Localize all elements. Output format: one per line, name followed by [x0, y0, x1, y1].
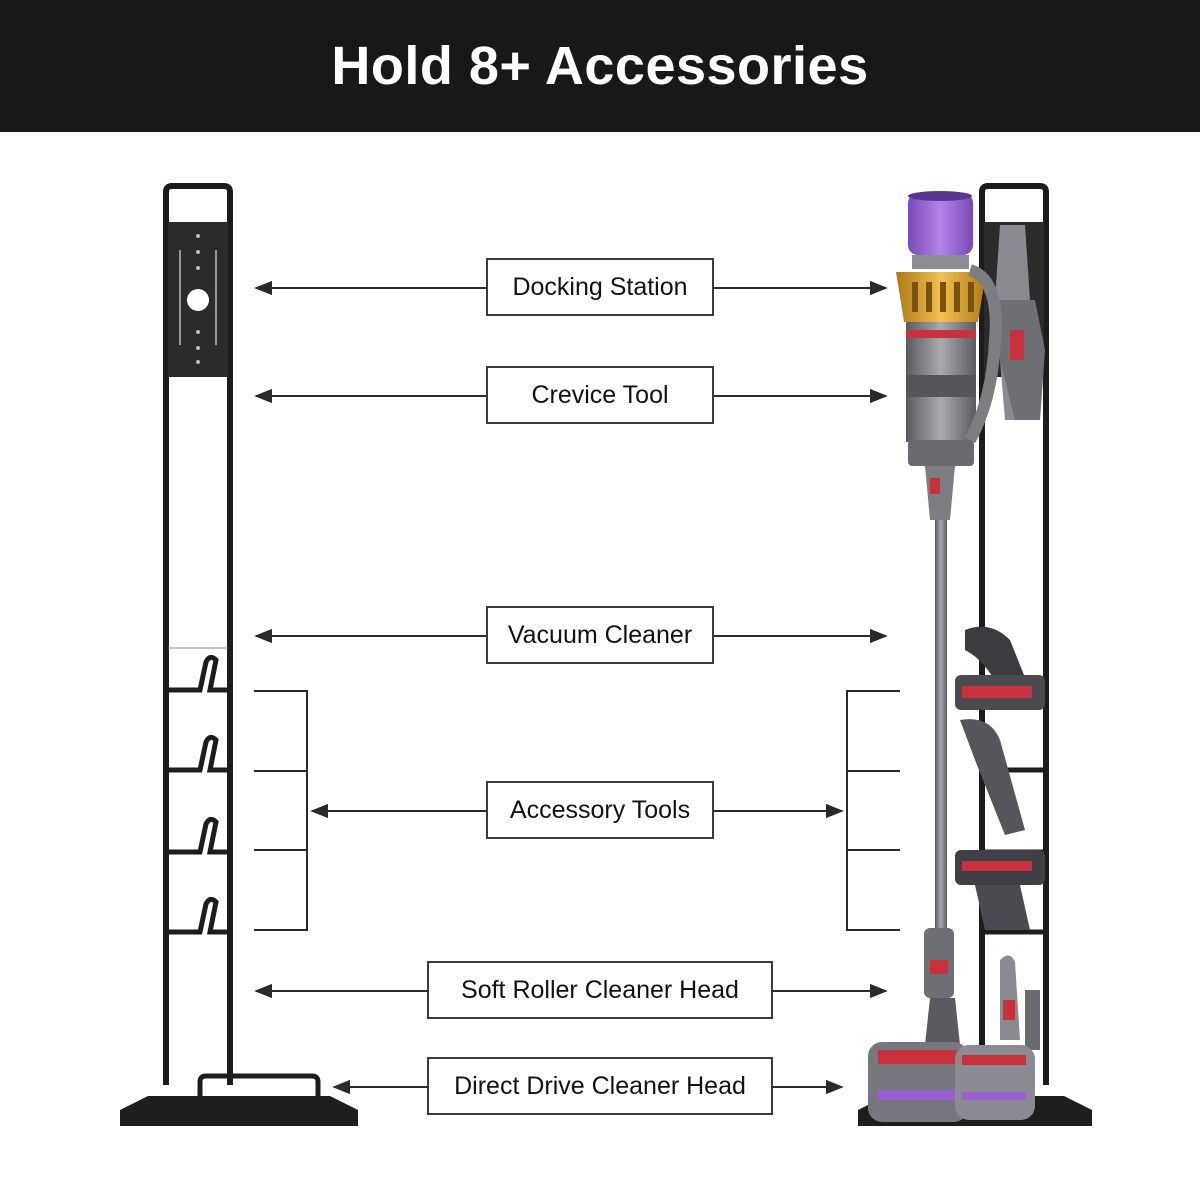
label-text: Accessory Tools	[509, 795, 691, 824]
left-hooks	[165, 654, 229, 935]
label-docking-station: Docking Station	[486, 258, 714, 316]
accessory-brackets	[254, 690, 900, 931]
label-text: Crevice Tool	[531, 380, 669, 409]
dock-hole-icon	[187, 289, 209, 311]
left-stand	[120, 183, 358, 1126]
label-soft-roller-cleaner-head: Soft Roller Cleaner Head	[427, 961, 773, 1019]
vacuum-cleaner-illustration	[868, 191, 1035, 1122]
label-crevice-tool: Crevice Tool	[486, 366, 714, 424]
vacuum-wand	[935, 520, 947, 930]
page-title: Hold 8+ Accessories	[331, 36, 869, 96]
label-text: Docking Station	[512, 272, 688, 301]
label-accessory-tools: Accessory Tools	[486, 781, 714, 839]
header-banner: Hold 8+ Accessories	[0, 0, 1200, 132]
label-direct-drive-cleaner-head: Direct Drive Cleaner Head	[427, 1057, 773, 1115]
label-text: Vacuum Cleaner	[507, 620, 693, 649]
left-base	[120, 1096, 358, 1126]
label-text: Soft Roller Cleaner Head	[461, 975, 739, 1004]
vacuum-bin	[908, 193, 973, 255]
label-text: Direct Drive Cleaner Head	[454, 1071, 746, 1100]
label-vacuum-cleaner: Vacuum Cleaner	[486, 606, 714, 664]
callout-arrows	[254, 280, 888, 1095]
